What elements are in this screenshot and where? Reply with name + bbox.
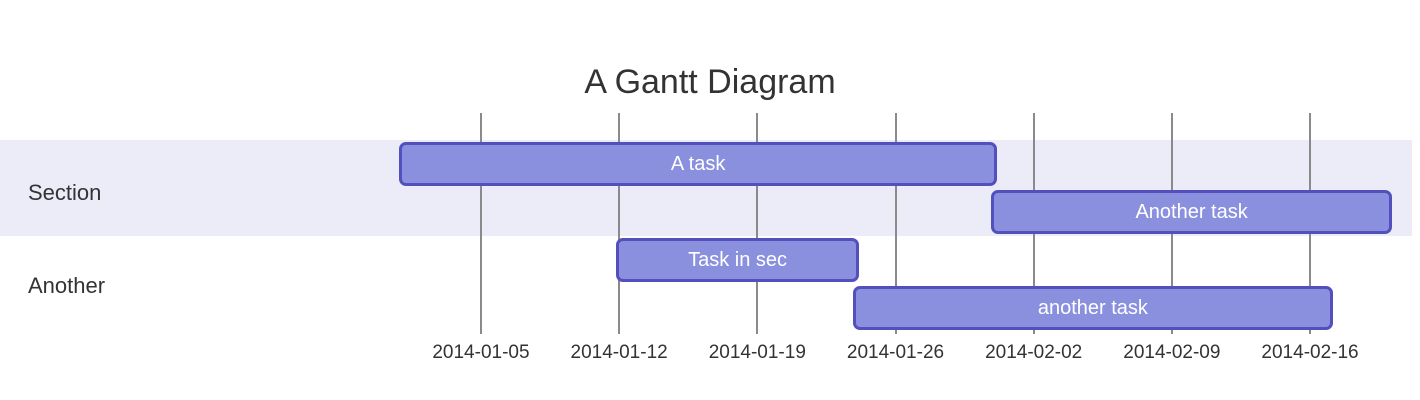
task-bar: A task — [399, 142, 998, 186]
task-bar: Task in sec — [616, 238, 859, 282]
axis-tick-label: 2014-01-05 — [432, 342, 530, 363]
axis-tick-label: 2014-01-26 — [846, 342, 945, 363]
axis-tick-label: 2014-01-19 — [708, 342, 806, 363]
axis-tick-label: 2014-01-12 — [570, 342, 668, 363]
axis-tick-label: 2014-02-09 — [1123, 342, 1221, 363]
grid-tick-line — [618, 113, 621, 334]
task-bar: another task — [853, 286, 1333, 330]
task-bar-label: Task in sec — [688, 248, 788, 271]
grid-tick-line — [479, 113, 482, 334]
section-label-another: Another — [28, 273, 106, 298]
axis-tick-label: 2014-02-02 — [985, 342, 1083, 363]
chart-title: A Gantt Diagram — [584, 63, 836, 101]
grid-tick-line — [756, 113, 759, 334]
task-bar: Another task — [991, 190, 1392, 234]
section-label-section: Section — [28, 180, 102, 205]
task-bar-label: A task — [670, 152, 726, 175]
axis-tick-label: 2014-02-16 — [1261, 342, 1359, 363]
grid-tick-line — [894, 113, 897, 334]
task-bar-label: another task — [1037, 296, 1148, 319]
task-bar-label: Another task — [1135, 200, 1248, 223]
